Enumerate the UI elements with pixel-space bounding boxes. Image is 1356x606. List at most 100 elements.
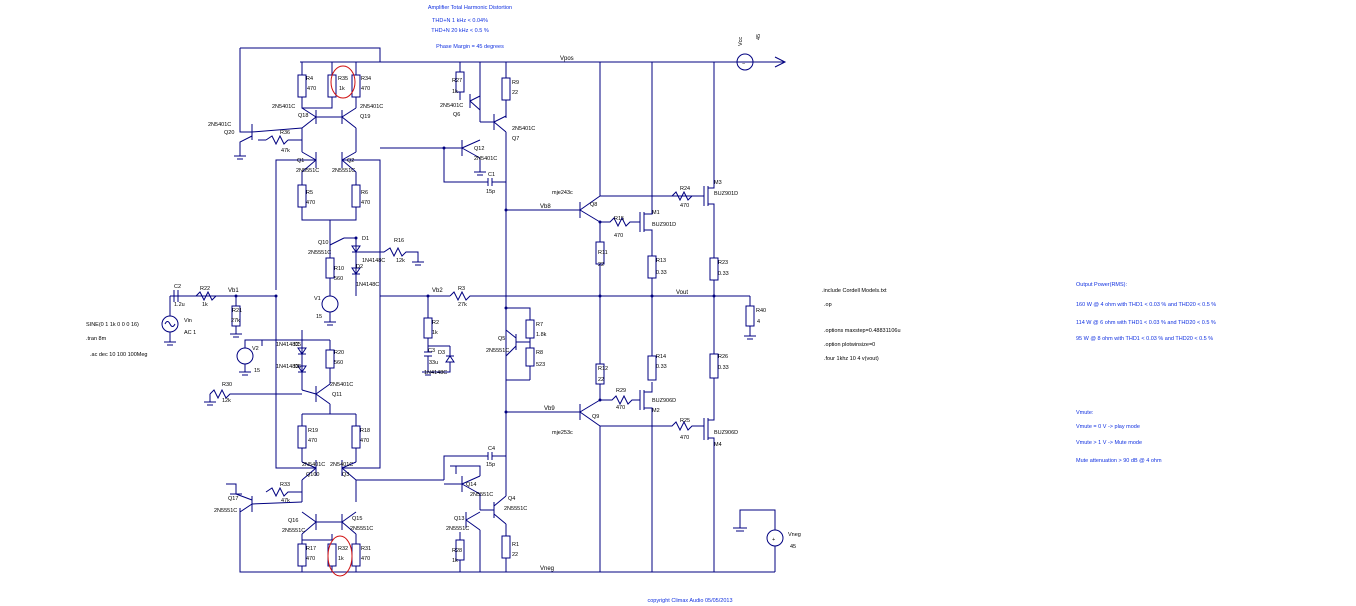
output-node: Vout R40 4	[598, 290, 766, 340]
q11-ref: Q11	[332, 392, 342, 398]
q20-type: 2N5401C	[208, 122, 231, 128]
vpos-rail: Vpos	[239, 47, 787, 133]
value-r22: 1k	[202, 302, 208, 308]
bottom-current-mirror: Q17 2N5551C R33 47k Q16 2N5551C Q15 2N55…	[214, 482, 373, 577]
label-r23: R23	[718, 260, 728, 266]
mute-notes: Vmute: Vmute = 0 V -> play mode Vmute > …	[1076, 410, 1162, 464]
vin-value: AC 1	[184, 330, 196, 336]
q100-type: 2N5401C	[302, 462, 325, 468]
value-r6: 470	[361, 200, 370, 206]
label-r10: R10	[334, 266, 344, 272]
value-r16: 12k	[396, 258, 405, 264]
header-thd-20k: THD+N 20 kHz < 0.5 %	[431, 28, 489, 34]
d5-type: 1N4148C	[276, 342, 299, 348]
net-label-vb1: Vb1	[228, 288, 239, 294]
value-r30: 12k	[222, 398, 231, 404]
directive-four: .four 1khz 10 4 v(vout)	[824, 356, 879, 362]
label-r34: R34	[361, 76, 371, 82]
value-r25: 470	[680, 435, 689, 441]
q5-type: 2N5551C	[486, 348, 509, 354]
q17-ref: Q17	[228, 496, 238, 502]
output-stage-bottom: Vb9 Q9 mje253c R12 22 R29 470 BUZ906D M2…	[504, 296, 738, 572]
value-r35: 1k	[339, 86, 345, 92]
q5-ref: Q5	[498, 336, 505, 342]
label-r12: R12	[598, 366, 608, 372]
q8-type: mje243c	[552, 190, 573, 196]
value-r4: 470	[307, 86, 316, 92]
input-ltp: Q1 2N5551C Q2 2N5551C R5 470 R6 470	[275, 128, 381, 296]
value-r18: 470	[360, 438, 369, 444]
value-r14: 0.33	[656, 364, 667, 370]
vbe-multiplier: R7 1.8k R8 523 Q5 2N5551C	[486, 306, 547, 381]
q1-ref: Q1	[297, 158, 304, 164]
q19-ref: Q19	[360, 114, 370, 120]
label-c1: C1	[488, 172, 495, 178]
net-label-vout: Vout	[676, 290, 688, 296]
value-r26: 0.33	[718, 365, 729, 371]
vneg-rail: Vneg	[239, 508, 775, 573]
label-c2: C2	[174, 284, 181, 290]
label-r25: R25	[680, 418, 690, 424]
m1-ref: M1	[652, 210, 660, 216]
vneg-name: Vneg	[788, 532, 801, 538]
label-r6: R6	[361, 190, 368, 196]
value-r10: 560	[334, 276, 343, 282]
value-r9: 22	[512, 90, 518, 96]
q20-ref: Q20	[224, 130, 234, 136]
label-r14: R14	[656, 354, 666, 360]
value-r19: 470	[308, 438, 317, 444]
label-r36: R36	[280, 130, 290, 136]
vcc-value: 45	[756, 34, 762, 40]
q16-ref: Q16	[288, 518, 298, 524]
net-label-vneg: Vneg	[540, 566, 554, 572]
vneg-value: 45	[790, 544, 796, 550]
q2-ref: Q2	[347, 158, 354, 164]
vcc-name: Vcc	[738, 37, 744, 46]
value-r24: 470	[680, 203, 689, 209]
q18-ref: Q18	[298, 113, 308, 119]
q6-ref: Q6	[453, 112, 460, 118]
value-c1: 15p	[486, 189, 495, 195]
value-r32: 1k	[338, 556, 344, 562]
d1-ref: D1	[362, 236, 369, 242]
q18-type: 2N5401C	[272, 104, 295, 110]
label-r9: R9	[512, 80, 519, 86]
q100-ref: Q100	[306, 472, 319, 478]
q11-type: 2N5401C	[330, 382, 353, 388]
q16-type: 2N5551C	[282, 528, 305, 534]
label-r21: R21	[232, 308, 242, 314]
directive-plotwinsize: .option plotwinsize=0	[824, 342, 875, 348]
net-label-vb9: Vb9	[544, 406, 555, 412]
m4-ref: M4	[714, 442, 722, 448]
header-phase-margin: Phase Margin = 45 degrees	[436, 44, 504, 50]
m4-type: BUZ906D	[714, 430, 738, 436]
label-r19: R19	[308, 428, 318, 434]
label-r40: R40	[756, 308, 766, 314]
q6-type: 2N5401C	[440, 103, 463, 109]
value-c2: 1.2u	[174, 302, 185, 308]
output-stage-top: Vb8 mje243c Q8 R11 22 R15 470 M1 BUZ901D…	[504, 62, 738, 296]
value-c4: 15p	[486, 462, 495, 468]
value-r20: 560	[334, 360, 343, 366]
value-r5: 470	[306, 200, 315, 206]
q12-type: 2N5401C	[474, 156, 497, 162]
label-r18: R18	[360, 428, 370, 434]
label-c3: C3	[428, 348, 435, 354]
value-r36: 47k	[281, 148, 290, 154]
label-c4: C4	[488, 446, 495, 452]
vcc-source: − Vcc 45	[730, 34, 775, 71]
q19-type: 2N5401C	[360, 104, 383, 110]
m2-ref: M2	[652, 408, 660, 414]
tail-current-source: Q10 2N5551C D1 1N4148C D2 1N4148C R10 56…	[308, 236, 424, 326]
value-r1: 22	[512, 552, 518, 558]
directive-maxstep: .options maxstep=0.48831106u	[824, 328, 901, 334]
q7-ref: Q7	[512, 136, 519, 142]
m3-type: BUZ901D	[714, 191, 738, 197]
directive-include: .include Cordell Models.txt	[822, 288, 887, 294]
label-r28: R28	[452, 548, 462, 554]
q13-ref: Q13	[454, 516, 464, 522]
spice-sine: SINE(0 1 1k 0 0 0 16)	[86, 322, 139, 328]
value-r8: 523	[536, 362, 545, 368]
vas-bottom: C4 15p Q14 2N5551C Q4 2N5551C Q13 2N5551…	[443, 420, 527, 572]
d2-ref: D2	[356, 264, 363, 270]
